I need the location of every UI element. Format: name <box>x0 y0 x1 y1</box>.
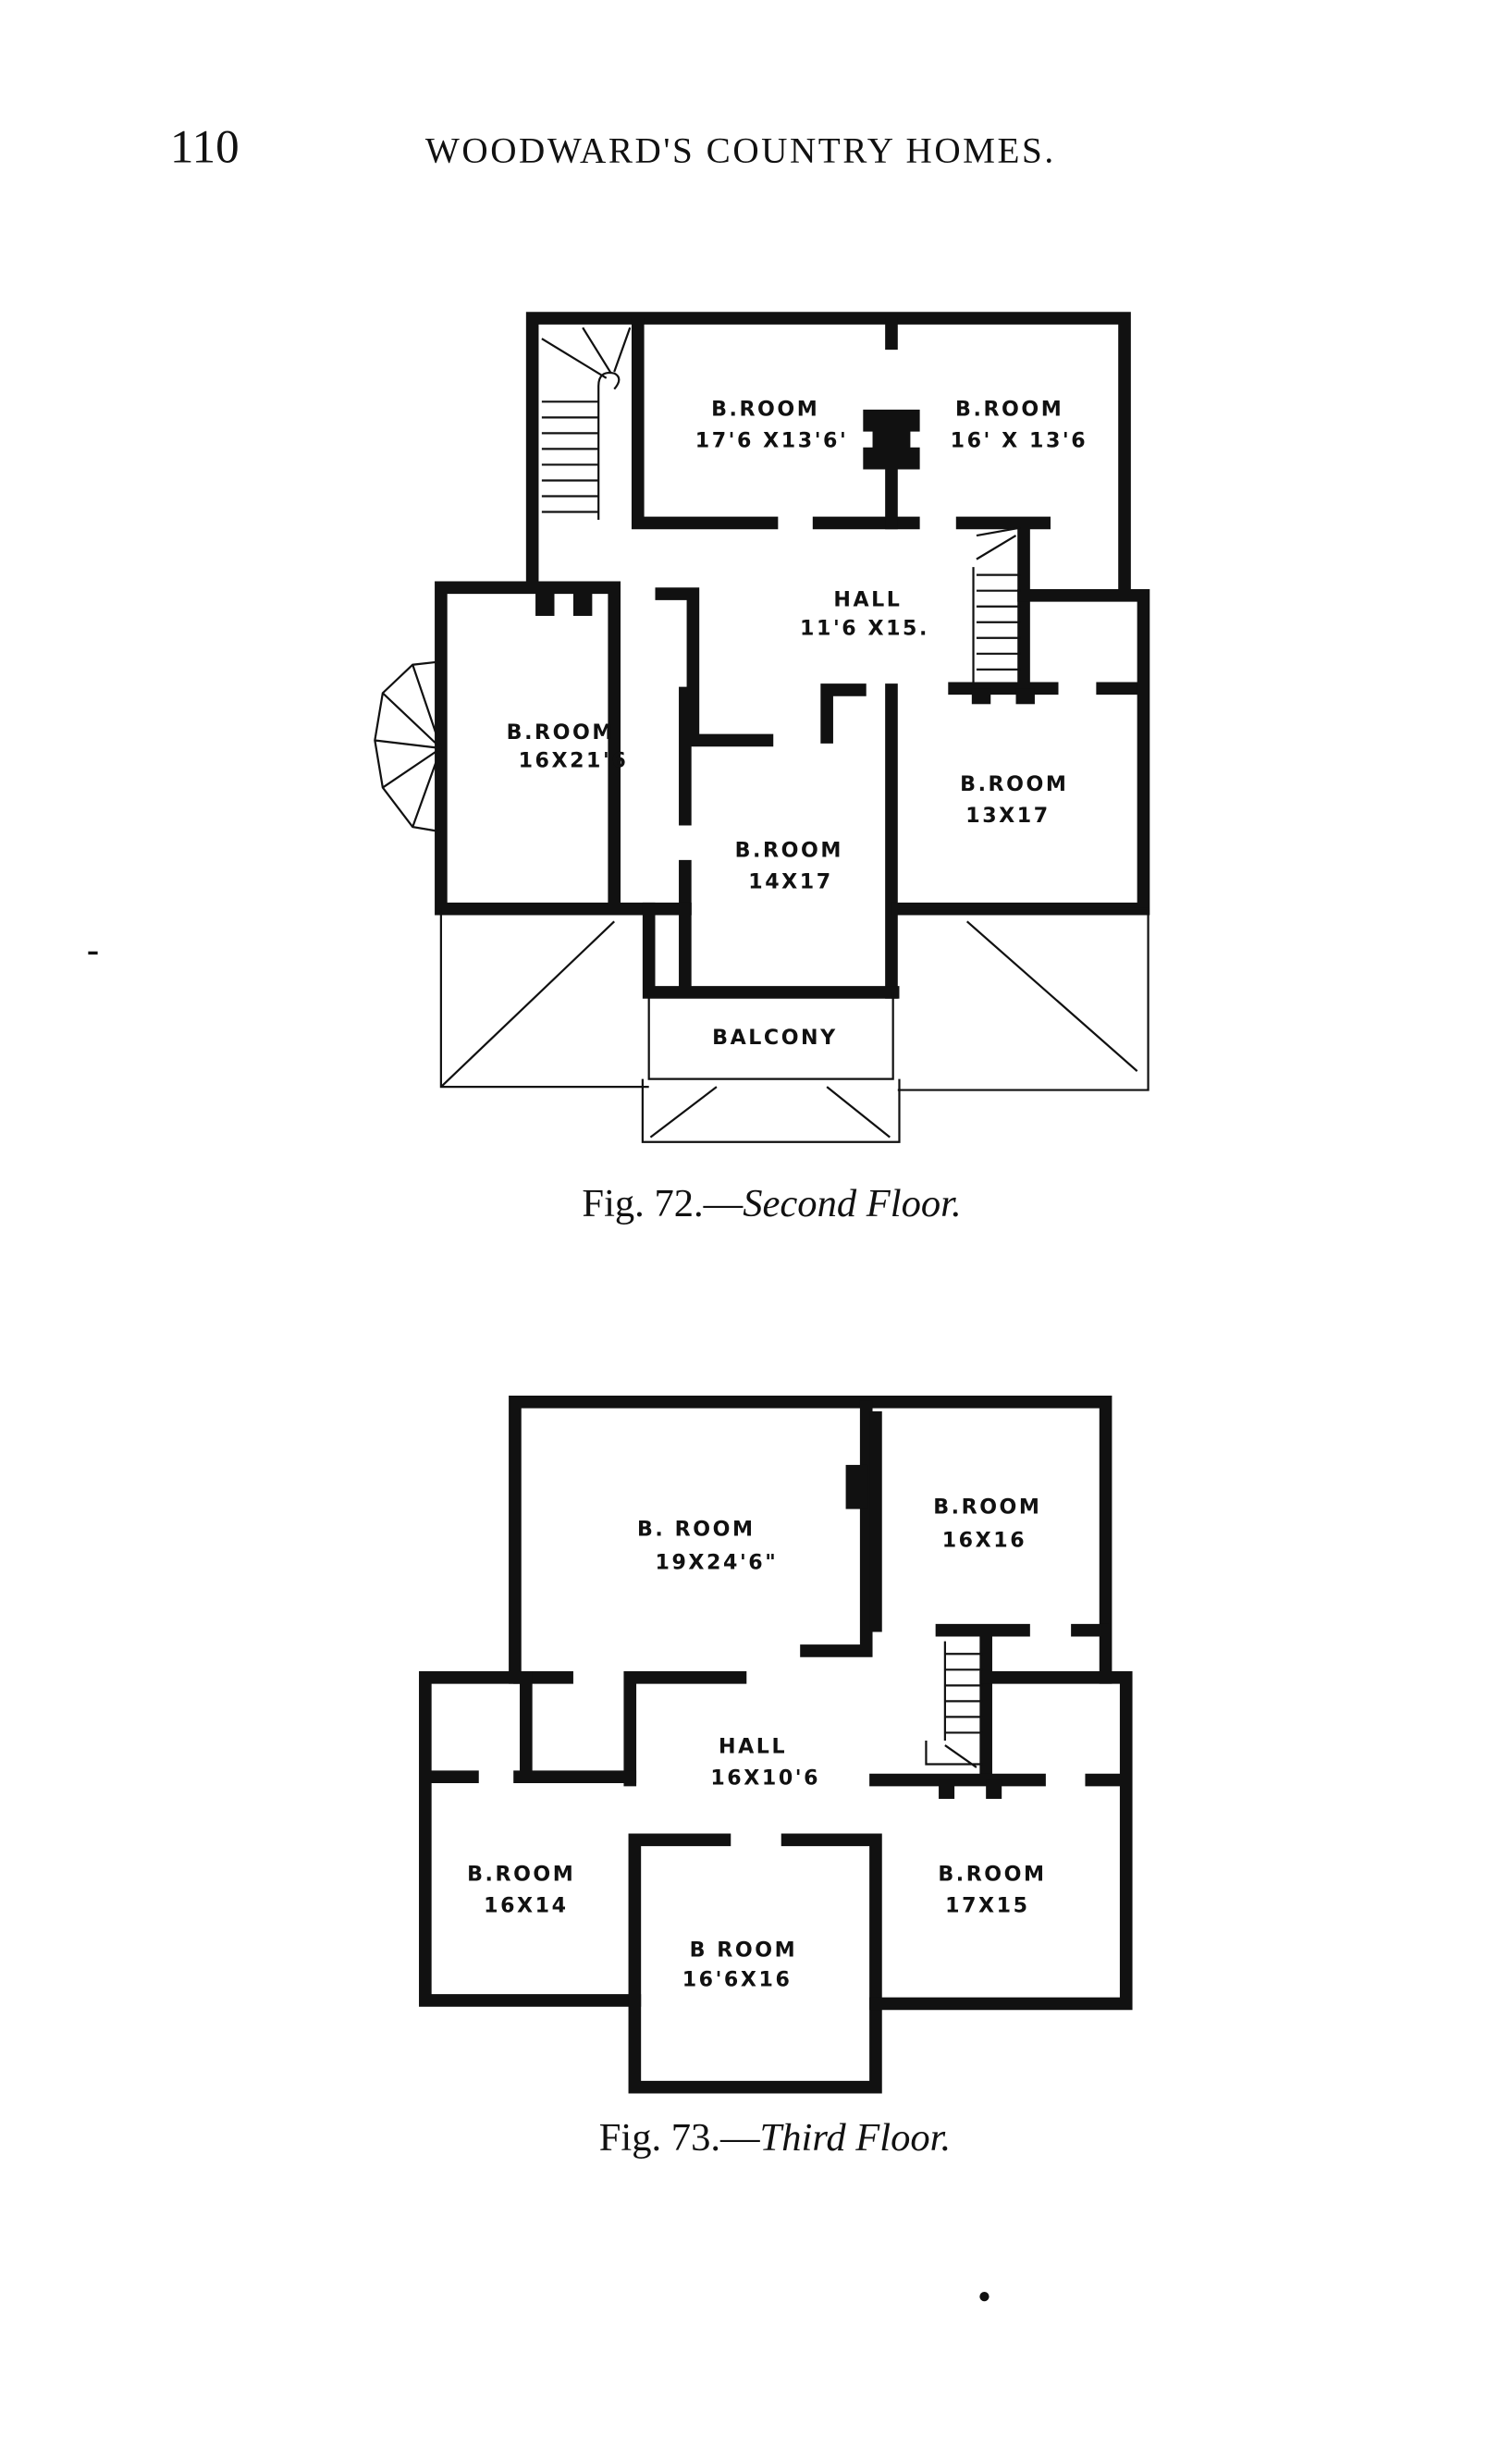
room-size: 16X16 <box>942 1528 1026 1552</box>
third-floor-plan: B. ROOM 19X24'6" B.ROOM 16X16 HALL 16X10… <box>419 1395 1133 2094</box>
room-name: B.ROOM <box>735 839 843 863</box>
room-size: 16X10'6 <box>710 1766 820 1791</box>
balcony-label: BALCONY <box>712 1026 838 1050</box>
page-number: 110 <box>170 120 240 173</box>
room-name: HALL <box>719 1735 787 1759</box>
staircases <box>541 326 1021 685</box>
figure-72-caption: Fig. 72.—Second Floor. <box>582 1182 961 1225</box>
room-name: B.ROOM <box>955 398 1063 422</box>
room-size: 16X14 <box>484 1894 568 1918</box>
second-floor-plan: B.ROOM 17'6 X13'6' B.ROOM 16' X 13'6 HAL… <box>374 312 1150 1143</box>
room-size: 16' X 13'6 <box>951 429 1088 453</box>
room-name: B.ROOM <box>711 398 819 422</box>
room-name: B.ROOM <box>467 1863 575 1887</box>
room-name: HALL <box>833 588 902 612</box>
room-name: B ROOM <box>690 1938 798 1962</box>
room-size: 16X21'6 <box>519 748 629 772</box>
room-size: 13X17 <box>965 804 1050 828</box>
room-size: 14X17 <box>748 870 832 894</box>
room-name: B.ROOM <box>933 1496 1041 1520</box>
running-title: WOODWARD'S COUNTRY HOMES. <box>425 130 1056 170</box>
room-name: B. ROOM <box>637 1518 756 1542</box>
caption-prefix: Fig. 73.— <box>599 2116 760 2160</box>
caption-title: Third Floor. <box>760 2116 952 2160</box>
room-size: 19X24'6" <box>656 1550 779 1574</box>
room-name: B.ROOM <box>960 772 1068 796</box>
figure-73-caption: Fig. 73.—Third Floor. <box>599 2116 951 2160</box>
caption-prefix: Fig. 72.— <box>582 1182 743 1225</box>
room-size: 16'6X16 <box>682 1968 793 1992</box>
room-name: B.ROOM <box>938 1863 1046 1887</box>
walls <box>419 1395 1133 2094</box>
ink-speck <box>979 2292 990 2302</box>
ink-speck <box>88 951 98 955</box>
room-size: 11'6 X15. <box>800 616 929 640</box>
staircase <box>925 1641 983 1768</box>
roofs-and-bay <box>374 660 1149 1143</box>
room-name: B.ROOM <box>507 720 615 745</box>
room-size: 17X15 <box>945 1894 1029 1918</box>
caption-title: Second Floor. <box>743 1182 961 1225</box>
room-size: 17'6 X13'6' <box>695 429 849 453</box>
